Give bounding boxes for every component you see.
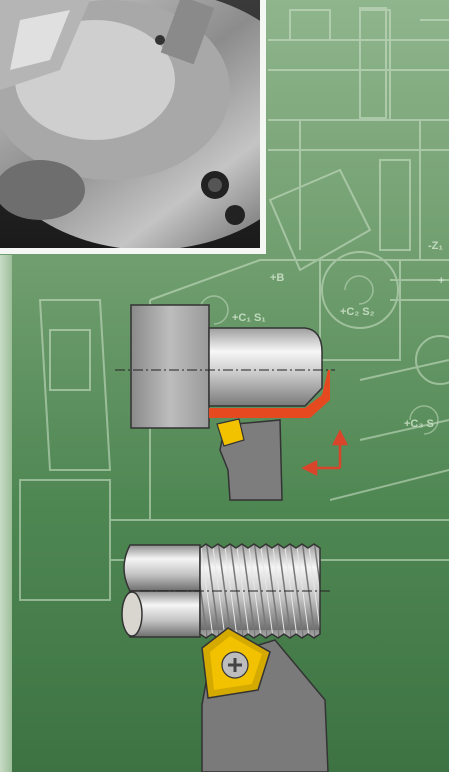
- axis-label-c2-s2: +C₂ S₂: [340, 306, 375, 318]
- axis-label-b: +B: [270, 272, 285, 284]
- left-edge-strip: [0, 255, 12, 772]
- axis-label-c3-s3: +C₃ S: [404, 418, 434, 430]
- threading-operation-diagram: [121, 543, 330, 772]
- threaded-rod-plain: [123, 544, 201, 592]
- axis-label-z1: -Z₁: [428, 240, 443, 252]
- feed-direction-arrows: [301, 429, 349, 477]
- turning-operation-diagram: [115, 304, 349, 501]
- cut-highlight: [209, 370, 330, 418]
- turning-insert: [216, 418, 245, 447]
- chuck-photo: [0, 0, 266, 254]
- chuck-photo-drawing: [0, 0, 260, 248]
- axis-label-c1-s1: +C₁ S₁: [232, 312, 266, 324]
- workpiece-shaft: [208, 327, 323, 407]
- axis-label-plus: +: [438, 275, 445, 287]
- rod-end-face: [121, 591, 143, 637]
- chuck-block: [130, 304, 210, 429]
